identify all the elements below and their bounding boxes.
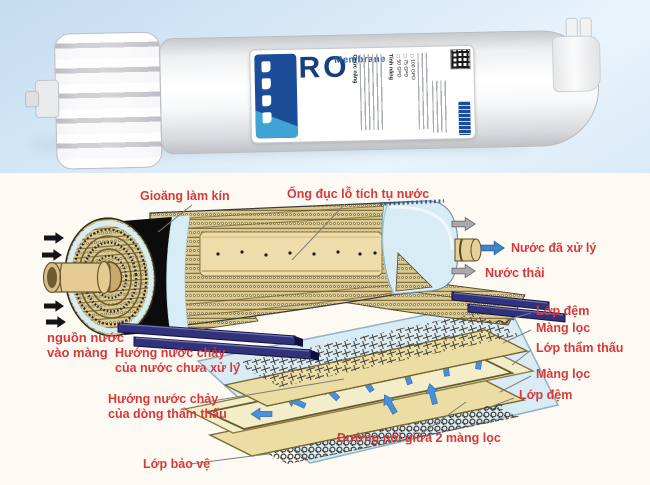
membrane-cutaway-diagram: Gioăng làm kín Ống đục lỗ tích tụ nước N… — [0, 173, 650, 485]
feed-channel-rods — [117, 291, 566, 361]
leader-lines — [157, 203, 532, 465]
end-cap — [53, 31, 163, 170]
diagram-art — [42, 199, 566, 465]
label-cushion-bottom: Lớp đệm — [519, 388, 573, 402]
label-protective-layer: Lớp bảo vệ — [143, 457, 211, 471]
option-100gpd: 100 GPD — [409, 53, 417, 133]
perforated-tube-cutaway — [199, 231, 383, 277]
permeate-port — [454, 238, 482, 262]
qr-code — [450, 49, 471, 70]
label-section2-title: Tính năng — [387, 53, 394, 81]
outlet-port-block — [551, 35, 602, 93]
center-tube — [42, 260, 112, 295]
label-membrane-junction: Đường nối giữa 2 màng lọc — [337, 431, 501, 445]
label-permeate-flow: Hướng nước chảy của dòng thẩm thấu — [108, 392, 227, 421]
ro-cartridge: RO Membrane Chức năng Tính năng 50 GPD 7… — [24, 8, 621, 172]
label-cushion-top: Lớp đệm — [536, 304, 590, 318]
treated-water-arrow — [480, 240, 505, 256]
label-section1-title: Chức năng — [351, 54, 358, 84]
label-permeate-layer: Lớp thẩm thấu — [536, 341, 624, 355]
contact-bar — [458, 101, 471, 136]
outer-casing — [379, 199, 459, 295]
brand-logo — [254, 53, 298, 139]
product-label: RO Membrane Chức năng Tính năng 50 GPD 7… — [249, 44, 477, 144]
label-waste-water: Nước thải — [485, 266, 545, 280]
label-membrane-bottom: Màng lọc — [536, 367, 591, 381]
label-feed-source: nguồn nước vào màng — [47, 330, 125, 361]
label-perforated-tube: Ống đục lỗ tích tụ nước — [287, 187, 430, 201]
label-raw-water-flow: Hướng nước chảy của nước chưa xử lý — [115, 346, 240, 375]
label-gasket: Gioăng làm kín — [140, 189, 230, 203]
label-membrane-top: Màng lọc — [536, 321, 591, 335]
label-treated-water: Nước đã xử lý — [511, 241, 597, 255]
membrane-roll — [42, 199, 482, 337]
product-photo: RO Membrane Chức năng Tính năng 50 GPD 7… — [0, 0, 650, 173]
droplet-icons — [261, 61, 272, 124]
mesh-spacer-bottom — [258, 402, 518, 464]
inlet-port-tip — [24, 91, 40, 108]
